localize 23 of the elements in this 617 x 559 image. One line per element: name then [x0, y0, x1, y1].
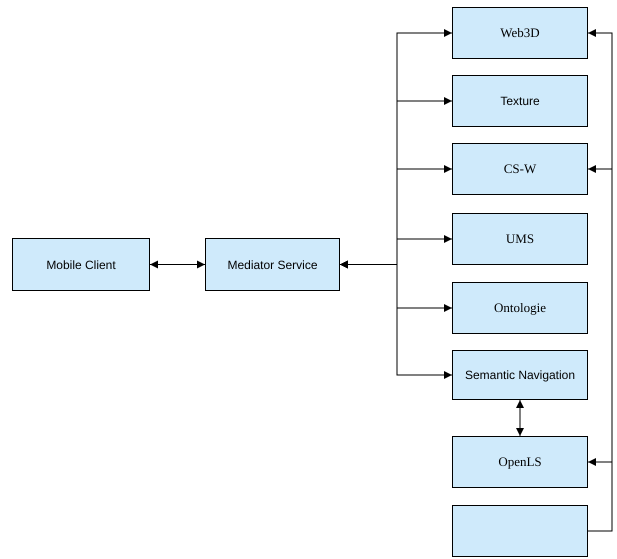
process-box	[452, 75, 588, 127]
empty-box	[452, 505, 588, 557]
box-label: UMS	[506, 231, 534, 247]
process-box	[452, 213, 588, 265]
arrow	[150, 260, 206, 268]
arrow	[516, 400, 524, 436]
box-label: Semantic Navigation	[464, 368, 576, 382]
process-box	[452, 282, 588, 334]
box-label: Mediator Service	[227, 258, 318, 272]
box-label: Mobile Client	[46, 258, 116, 272]
process-box	[452, 143, 588, 195]
box-label: Ontologie	[494, 300, 546, 316]
process-box	[452, 436, 588, 488]
box-label: OpenLS	[498, 454, 542, 470]
box-label: Web3D	[500, 25, 540, 41]
box-label: CS-W	[504, 161, 536, 177]
process-box	[452, 350, 588, 400]
process-box	[12, 238, 150, 291]
process-box	[205, 238, 340, 291]
arrow	[340, 260, 452, 379]
box-label: Texture	[500, 94, 540, 108]
arrow	[588, 458, 612, 532]
process-box	[452, 7, 588, 59]
